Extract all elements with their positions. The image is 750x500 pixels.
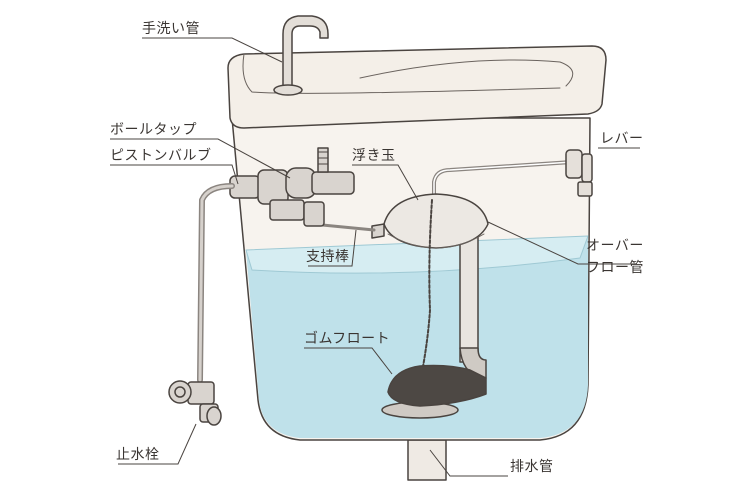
water-surface — [245, 235, 589, 274]
label-overflow-pipe-line2: フロー管 — [586, 260, 644, 276]
leader-support-rod — [308, 229, 357, 267]
hand-wash-spout — [273, 15, 329, 96]
label-lever: レバー — [600, 131, 644, 147]
leader-drain-pipe — [429, 449, 508, 477]
label-drain-pipe: 排水管 — [510, 459, 554, 475]
label-piston-valve: ピストンバルブ — [110, 148, 212, 164]
leader-overflow-pipe — [487, 221, 636, 265]
ball-tap-assembly — [229, 147, 355, 227]
label-stop-valve: 止水栓 — [116, 447, 160, 463]
rubber-float — [381, 364, 487, 419]
drain-pipe — [407, 439, 447, 481]
label-hand-wash-pipe: 手洗い管 — [142, 21, 200, 37]
leader-rubber-float — [304, 347, 393, 375]
label-ball-tap: ボールタップ — [110, 122, 197, 138]
leader-ball-tap — [110, 138, 291, 179]
label-float-ball: 浮き玉 — [352, 148, 396, 164]
leader-stop-valve — [118, 423, 197, 465]
label-support-rod: 支持棒 — [306, 249, 350, 265]
float-ball — [371, 193, 489, 249]
leader-piston-valve — [110, 164, 239, 185]
label-rubber-float: ゴムフロート — [304, 331, 391, 347]
supply-pipe — [197, 183, 235, 383]
leader-float-ball — [352, 164, 419, 201]
label-overflow-pipe-line1: オーバー — [586, 238, 644, 254]
chain — [421, 199, 433, 373]
stop-valve — [168, 380, 222, 426]
lever-handle — [565, 149, 593, 197]
tank-lid — [227, 45, 607, 129]
tank-water — [246, 236, 588, 438]
leader-hand-wash-pipe — [142, 37, 283, 63]
